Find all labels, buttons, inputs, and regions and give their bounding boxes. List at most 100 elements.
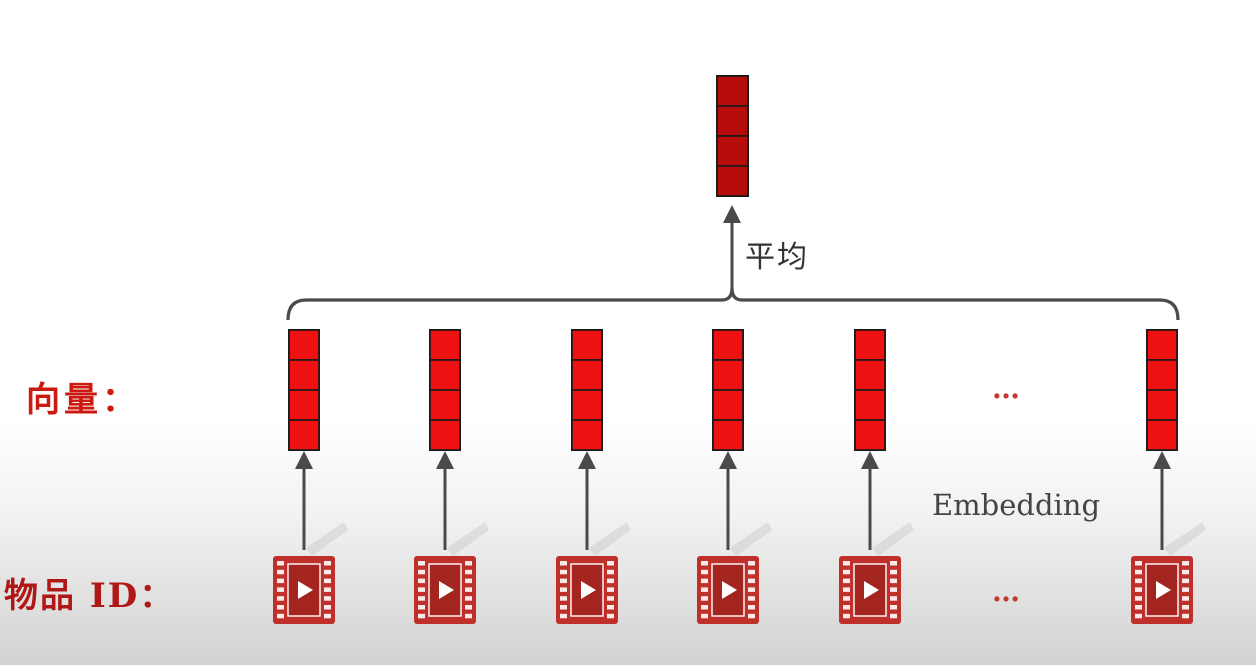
video-play-icon [273,556,335,624]
video-play-icon-hole [890,587,897,592]
arrow-shadow [872,522,914,556]
video-play-icon-hole [607,569,614,575]
video-play-icon-hole [1135,605,1142,610]
item-vector-cell [854,419,886,451]
video-play-icon-hole [843,605,850,610]
average-vector-cell [716,75,749,107]
video-play-icon-hole [465,561,472,566]
item-vector-cell [1146,389,1178,421]
video-play-icon-hole [277,613,284,619]
video-play-icon-hole [843,578,850,584]
video-play-icon-hole [748,569,755,575]
video-play-icon [697,556,759,624]
video-play-icon-hole [418,613,425,619]
video-play-icon-hole [1182,596,1189,601]
video-play-icon-hole [701,605,708,610]
average-vector-cell [716,105,749,137]
video-play-icon-hole [1135,569,1142,575]
video-play-icon-play [298,581,313,599]
video-play-icon-hole [1135,578,1142,584]
item-vector-cell [854,329,886,361]
item-vector-cell [429,359,461,391]
video-play-icon-hole [890,605,897,610]
video-play-icon-play [581,581,596,599]
item-vector-cell [854,389,886,421]
video-play-icon-hole [277,587,284,592]
arrow-shadow [447,522,489,556]
video-play-icon-hole [607,587,614,592]
item-vector-cell [571,329,603,361]
average-vector-cell [716,165,749,197]
video-play-icon [839,556,901,624]
video-play-icon-play [864,581,879,599]
arrow-shadow [730,522,772,556]
video-play-icon-hole [748,578,755,584]
video-play-icon-hole [843,569,850,575]
video-play-icon-hole [560,605,567,610]
video-play-icon-hole [1135,587,1142,592]
video-play-icon-hole [560,596,567,601]
video-play-icon-hole [843,596,850,601]
video-play-icon-hole [607,578,614,584]
video-play-icon-hole [748,561,755,566]
item-vector [712,329,744,451]
video-play-icon-play [1156,581,1171,599]
average-label: 平均 [745,240,809,275]
video-play-icon-hole [560,569,567,575]
video-play-icon-hole [701,578,708,584]
video-play-icon-hole [890,596,897,601]
video-play-icon-hole [560,561,567,566]
video-play-icon [414,556,476,624]
embedding-label: Embedding [932,488,1101,522]
arrow-shadow [1164,522,1206,556]
video-play-icon-hole [465,587,472,592]
video-play-icon-hole [465,596,472,601]
video-play-icon-hole [277,578,284,584]
item-vector-cell [571,419,603,451]
item-vector-cell [1146,419,1178,451]
video-play-icon-hole [324,605,331,610]
video-play-icon-hole [843,613,850,619]
video-play-icon-hole [701,569,708,575]
arrow-shadow [589,522,631,556]
video-play-icon-hole [277,561,284,566]
video-play-icon-hole [843,561,850,566]
item-vector-cell [1146,329,1178,361]
video-play-icon-hole [1135,596,1142,601]
video-play-icon-hole [418,587,425,592]
video-play-icon-hole [748,596,755,601]
video-play-icon-hole [418,605,425,610]
video-play-icon-hole [890,561,897,566]
video-play-icon-hole [748,605,755,610]
arrow-shadow [306,522,348,556]
video-play-icon-hole [1182,613,1189,619]
item-vector [854,329,886,451]
video-play-icon-hole [701,613,708,619]
video-play-icon-hole [607,561,614,566]
video-play-icon-hole [607,605,614,610]
item-vector-cell [571,359,603,391]
item-vector-cell [712,389,744,421]
video-play-icon-hole [607,596,614,601]
video-play-icon-hole [277,569,284,575]
item-vector-cell [1146,359,1178,391]
video-play-icon-hole [277,596,284,601]
video-play-icon-play [722,581,737,599]
video-play-icon-hole [890,578,897,584]
item-vector-cell [288,419,320,451]
video-play-icon-hole [560,613,567,619]
video-play-icon-hole [701,596,708,601]
video-play-icon-play [439,581,454,599]
video-play-icon-hole [418,578,425,584]
video-play-icon-hole [418,596,425,601]
video-play-icon-hole [748,587,755,592]
video-play-icon-hole [748,613,755,619]
item-vector-cell [571,389,603,421]
video-play-icon-hole [465,605,472,610]
video-play-icon-hole [560,578,567,584]
video-play-icon [556,556,618,624]
item-vector-cell [854,359,886,391]
video-play-icon-hole [324,569,331,575]
